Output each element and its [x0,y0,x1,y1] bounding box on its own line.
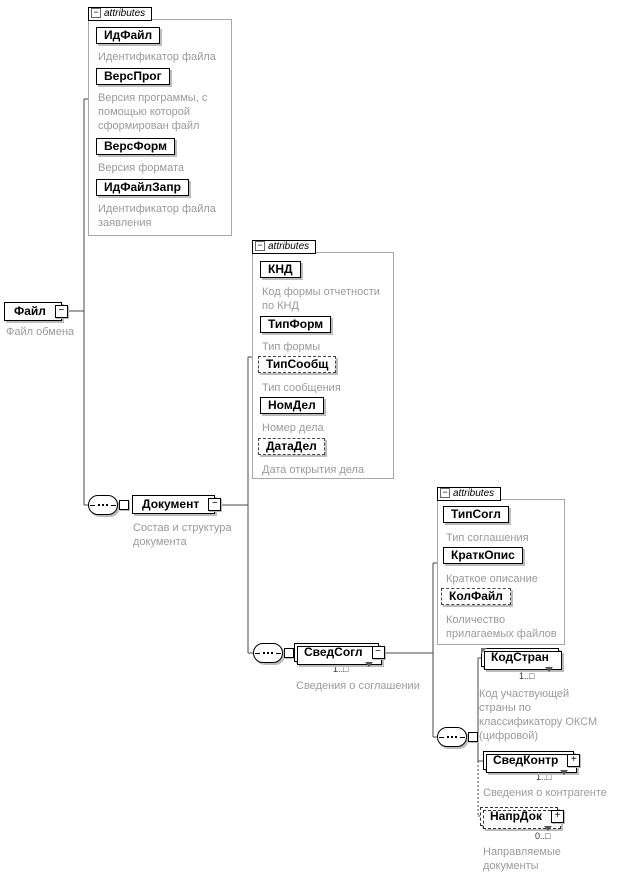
element-svedkontr-description: Сведения о контрагенте [483,787,607,799]
attribute-idfajlzapr-description: Идентификатор файла заявления [98,203,216,229]
reference-marker-icon [481,648,487,654]
attribute-idfajl[interactable]: ИдФайл [96,27,161,44]
connector-handle [284,648,294,658]
element-naprdok[interactable]: НапрДок [480,807,564,831]
attribute-tipform[interactable]: ТипФорм [260,316,332,333]
attribute-tipsogl-description: Тип соглашения [446,532,529,544]
attribute-knd[interactable]: КНД [260,261,301,278]
element-naprdok-label: НапрДок [490,809,542,823]
attributes-tab-file[interactable]: attributes [88,7,153,21]
attribute-datadel[interactable]: ДатаДел [258,438,325,455]
attributes-box-file [88,19,232,236]
connector-handle [468,732,478,742]
attribute-kratkopis-description: Краткое описание [446,573,538,585]
attribute-tipform-description: Тип формы [262,341,321,353]
expand-icon[interactable] [550,810,564,823]
element-file-label: Файл [14,304,46,318]
sequence-icon[interactable] [437,727,467,747]
attribute-tipsogl[interactable]: ТипСогл [443,506,509,523]
attribute-tipsoobshch[interactable]: ТипСообщ [258,356,337,373]
multi-occurrence-marker-icon [560,770,569,775]
attributes-box-svedsogl [437,499,565,645]
attributes-label: attributes [268,241,310,252]
attributes-tab-svedsogl[interactable]: attributes [437,487,502,501]
collapse-icon[interactable] [54,305,68,318]
element-document[interactable]: Документ [132,495,222,514]
element-naprdok-description: Направляемые документы [483,846,561,872]
element-svedkontr-label: СведКонтр [493,753,559,767]
element-naprdok-occurrence: 0..□ [535,831,551,841]
attribute-versform[interactable]: ВерсФорм [96,138,175,155]
element-file[interactable]: Файл [4,302,68,321]
attribute-versprog-description: Версия программы, с помощью которой сфор… [98,92,208,132]
attribute-idfajlzapr[interactable]: ИдФайлЗапр [96,179,189,196]
sequence-icon[interactable] [88,495,118,515]
element-document-description: Состав и структура документа [133,522,232,548]
element-file-description: Файл обмена [6,326,75,338]
attribute-versprog[interactable]: ВерсПрог [96,68,170,85]
attribute-kolfajl-description: Количество прилагаемых файлов [446,614,557,640]
attributes-tab-document[interactable]: attributes [252,240,317,254]
collapse-icon[interactable] [440,488,450,498]
sequence-dots-icon [263,652,265,654]
attribute-idfajl-description: Идентификатор файла [98,51,216,63]
element-kodstran-occurrence: 1..□ [519,671,535,681]
attribute-kolfajl[interactable]: КолФайл [441,588,511,605]
connector-handle [119,500,129,510]
attribute-nomdel[interactable]: НомДел [260,397,324,414]
sequence-dots-icon [447,736,449,738]
element-svedkontr[interactable]: СведКонтр [483,751,581,775]
attributes-label: attributes [453,488,495,499]
attribute-nomdel-description: Номер дела [262,422,324,434]
element-svedsogl-label: СведСогл [304,645,363,659]
element-svedsogl-description: Сведения о соглашении [296,680,420,692]
element-svedsogl-occurrence: 1..□ [333,664,349,674]
attribute-tipsoobshch-description: Тип сообщения [262,382,341,394]
element-kodstran-label: КодСтран [491,650,549,664]
multi-occurrence-marker-icon [364,662,373,667]
collapse-icon[interactable] [208,498,222,511]
attribute-kratkopis[interactable]: КраткОпис [443,547,523,564]
collapse-icon[interactable] [91,8,101,18]
collapse-icon[interactable] [255,241,265,251]
expand-icon[interactable] [567,754,581,767]
element-kodstran[interactable]: КодСтран [481,648,562,672]
multi-occurrence-marker-icon [544,667,553,672]
element-kodstran-description: Код участвующей страны по классификатору… [479,688,598,742]
attribute-versform-description: Версия формата [98,162,184,174]
element-svedkontr-occurrence: 1..□ [536,772,552,782]
sequence-dots-icon [98,504,100,506]
attributes-label: attributes [104,8,146,19]
attribute-knd-description: Код формы отчетности по КНД [262,286,380,312]
attribute-datadel-description: Дата открытия дела [262,464,365,476]
element-svedsogl[interactable]: СведСогл [294,643,385,667]
collapse-icon[interactable] [371,646,385,659]
element-document-label: Документ [142,497,200,511]
multi-occurrence-marker-icon [543,826,552,831]
sequence-icon[interactable] [253,643,283,663]
